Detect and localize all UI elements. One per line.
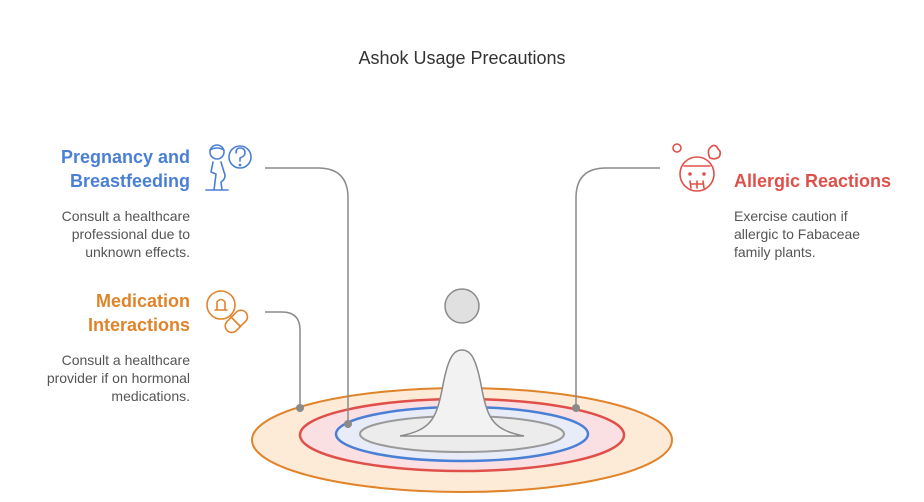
pregnancy-description: Consult a healthcare professional due to… xyxy=(61,208,190,260)
allergic-connector xyxy=(575,167,660,408)
medication-connector xyxy=(265,311,301,408)
allergic-face-icon xyxy=(672,143,722,192)
medication-pills-icon xyxy=(206,290,249,334)
pregnancy-heading: Pregnancy and Breastfeeding xyxy=(60,147,190,191)
allergic-connector-dot xyxy=(572,404,580,412)
pregnancy-connector-dot xyxy=(344,420,352,428)
allergic-description: Exercise caution if allergic to Fabaceae… xyxy=(734,208,861,260)
medication-heading: Medication Interactions xyxy=(87,291,190,335)
diagram-title: Ashok Usage Precautions xyxy=(358,48,566,68)
medication-description: Consult a healthcare provider if on horm… xyxy=(46,352,190,404)
pregnancy-connector xyxy=(265,167,349,424)
medication-connector-dot xyxy=(296,404,304,412)
center-figure-body xyxy=(399,349,525,437)
center-figure-head xyxy=(444,288,480,324)
allergic-heading: Allergic Reactions xyxy=(734,171,892,191)
pregnant-woman-question-icon xyxy=(205,144,252,191)
